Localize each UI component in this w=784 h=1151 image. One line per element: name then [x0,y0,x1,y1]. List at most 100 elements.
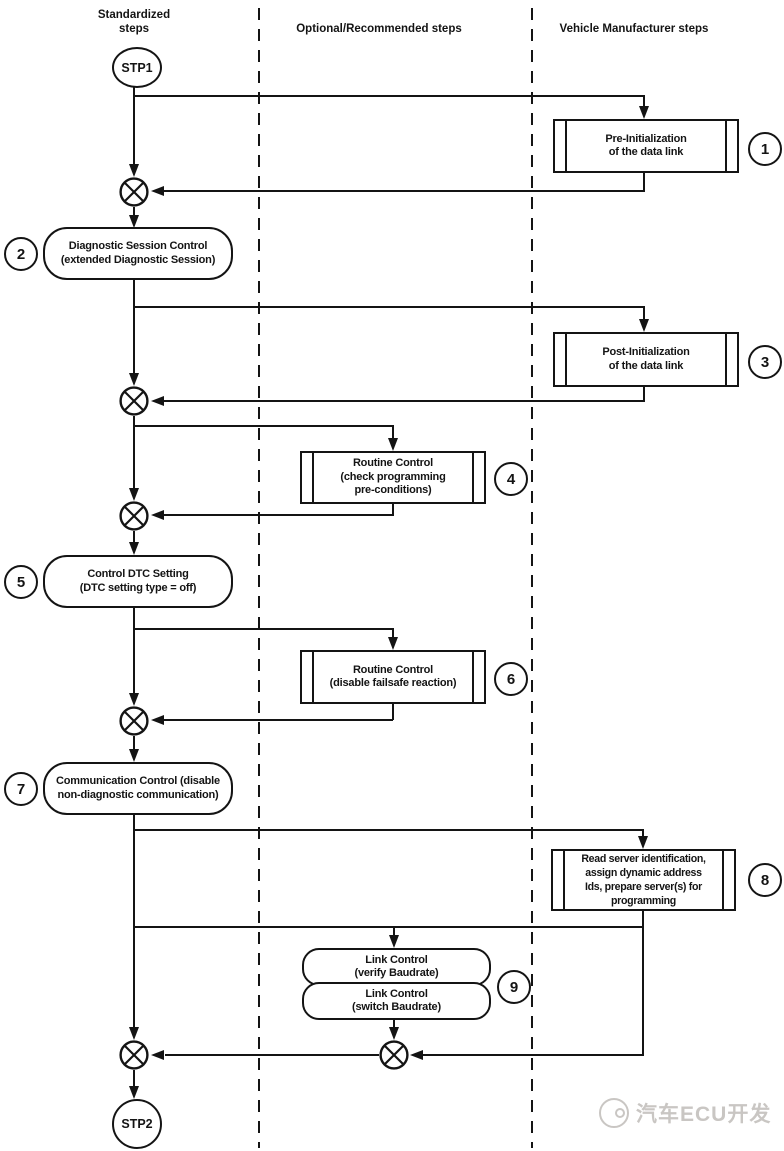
arrowhead-down [128,749,139,762]
step-box-link-control-switch: Link Control (switch Baudrate) [302,982,491,1020]
step-label: Routine Control (disable failsafe reacti… [329,663,457,690]
column-divider-left [258,8,260,1148]
junction-connector [119,177,149,207]
step-box-post-initialization: Post-Initialization of the data link [553,332,739,387]
junction-connector [379,1040,409,1070]
arrowhead-left [151,395,164,406]
flow-line [133,1070,135,1087]
step-number-5: 5 [4,565,38,599]
arrowhead-down [128,693,139,706]
flow-line [133,736,135,750]
terminal-end: STP2 [112,1099,162,1149]
step-number-8: 8 [748,863,782,897]
junction-connector [119,386,149,416]
predefined-bar [312,652,314,702]
step-label: Pre-Initialization of the data link [605,132,687,159]
flow-line [392,425,394,439]
flow-line [642,926,644,1055]
flow-line [393,1016,395,1028]
step-box-link-control-verify: Link Control (verify Baudrate) [302,948,491,986]
flow-line [423,1054,644,1056]
column-header-manufacturer: Vehicle Manufacturer steps [559,23,709,35]
flow-line [133,604,135,694]
column-header-standardized: Standardized steps [97,9,171,35]
flow-line [134,926,644,928]
arrowhead-down [128,1027,139,1040]
arrowhead-down [128,488,139,501]
step-number-9: 9 [497,970,531,1004]
predefined-bar [565,121,567,171]
flow-line [393,926,395,936]
step-box-control-dtc-setting: Control DTC Setting (DTC setting type = … [43,555,233,608]
arrowhead-down [638,106,649,119]
watermark-logo-icon [599,1098,629,1128]
step-box-routine-control-check: Routine Control (check programming pre-c… [300,451,486,504]
flow-line [134,829,644,831]
step-label: Post-Initialization of the data link [602,346,690,372]
junction-connector [119,1040,149,1070]
junction-connector [119,501,149,531]
step-box-communication-control: Communication Control (disable non-diagn… [43,762,233,815]
flow-line [392,700,394,720]
step-number-6: 6 [494,662,528,696]
step-number-7: 7 [4,772,38,806]
flow-line [134,95,644,97]
predefined-bar [725,334,727,385]
predefined-bar [312,453,314,502]
flow-line [134,628,393,630]
flow-line [134,306,644,308]
predefined-bar [472,652,474,702]
step-number-1: 1 [748,132,782,166]
step-number-2: 2 [4,237,38,271]
column-divider-right [531,8,533,1148]
flow-line [643,306,645,320]
step-number-3: 3 [748,345,782,379]
step-box-diagnostic-session-control: Diagnostic Session Control (extended Dia… [43,227,233,280]
arrowhead-down [388,935,399,948]
junction-connector [119,706,149,736]
flow-line [164,719,393,721]
flow-line [164,400,644,402]
step-label: Routine Control (check programming pre-c… [340,457,446,497]
predefined-bar [565,334,567,385]
column-header-optional: Optional/Recommended steps [296,23,462,35]
flow-line [134,425,393,427]
flow-line [392,628,394,638]
flow-line [164,514,393,516]
terminal-start: STP1 [112,47,162,88]
predefined-bar [722,851,724,909]
arrowhead-down [638,319,649,332]
arrowhead-down [387,637,398,650]
flow-line [392,500,394,516]
arrowhead-down [128,215,139,228]
arrowhead-down [128,542,139,555]
predefined-bar [563,851,565,909]
arrowhead-left [151,185,164,196]
arrowhead-down [128,373,139,386]
step-box-pre-initialization: Pre-Initialization of the data link [553,119,739,173]
step-label: Read server identification, assign dynam… [581,853,706,907]
flow-line [133,276,135,374]
arrowhead-down [387,438,398,451]
flow-line [164,190,644,192]
flow-line [133,207,135,216]
arrowhead-down [128,1086,139,1099]
flow-line [642,829,644,837]
predefined-bar [472,453,474,502]
arrowhead-left [151,509,164,520]
flow-line [643,169,645,192]
flow-line [643,95,645,107]
watermark-text: 汽车ECU开发 [636,1103,772,1126]
step-box-routine-control-disable: Routine Control (disable failsafe reacti… [300,650,486,704]
arrowhead-down [388,1027,399,1040]
arrowhead-left [410,1049,423,1060]
arrowhead-left [151,714,164,725]
watermark: 汽车ECU开发 [599,1098,771,1128]
flow-line [133,810,135,1028]
step-box-read-server-identification: Read server identification, assign dynam… [551,849,736,911]
flow-line [133,531,135,543]
flow-line [133,83,135,165]
arrowhead-down [128,164,139,177]
flow-line [642,907,644,927]
